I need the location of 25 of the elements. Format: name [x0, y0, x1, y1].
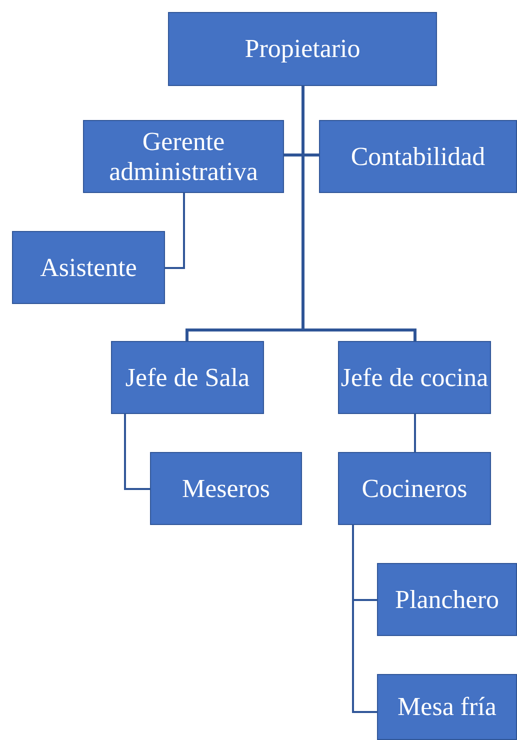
org-box — [83, 120, 284, 193]
org-box — [111, 341, 264, 414]
box-label: Jefe de cocina — [340, 362, 488, 392]
box-label: Meseros — [182, 474, 270, 504]
box-label: Asistente — [40, 252, 137, 282]
org-box — [377, 563, 517, 636]
connector-line — [414, 414, 416, 452]
org-box — [12, 231, 165, 304]
box-label: Gerente administrativa — [108, 126, 259, 186]
box-label: Mesa fría — [398, 692, 496, 722]
box-label: Planchero — [395, 584, 499, 614]
org-box — [319, 120, 517, 193]
box-label: Propietario — [244, 34, 360, 64]
box-label: Contabilidad — [350, 142, 486, 172]
box-label: Cocineros — [362, 474, 468, 504]
org-box — [168, 12, 437, 86]
org-box — [377, 674, 517, 740]
org-box — [338, 341, 491, 414]
connector-line — [302, 86, 416, 341]
org-box — [338, 452, 491, 525]
box-label: Jefe de Sala — [125, 362, 250, 392]
connector-line — [165, 193, 185, 269]
connector-line — [352, 525, 377, 713]
connector-line — [124, 414, 150, 490]
org-box — [150, 452, 302, 525]
